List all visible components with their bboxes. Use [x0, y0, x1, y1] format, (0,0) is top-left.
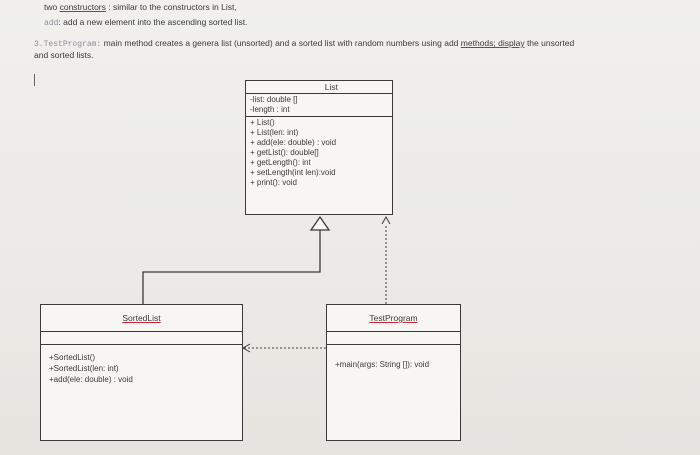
- method-sortedlist: +SortedList(): [49, 353, 96, 362]
- line4: and sorted lists.: [34, 50, 94, 60]
- method-sorted-add: +add(ele: double) : void: [49, 375, 133, 384]
- class-header-sortedlist: SortedList: [41, 305, 242, 332]
- line3-end: the unsorted: [524, 38, 575, 48]
- method-main: +main(args: String []): void: [335, 360, 430, 369]
- dependency-arrowhead-list: [381, 215, 391, 225]
- class-box-list: List -list: double [] -length : int + Li…: [245, 80, 393, 215]
- class-name-sortedlist: SortedList: [122, 313, 161, 323]
- method-add: + add(ele: double) : void: [250, 138, 337, 147]
- class-methods-sortedlist: +SortedList() +SortedList(len: int) +add…: [41, 345, 242, 392]
- class-name-testprogram: TestProgram: [369, 313, 418, 323]
- description-line-2: add: add a new element into the ascendin…: [44, 17, 247, 29]
- field-list: -list: double []: [250, 95, 298, 104]
- line2-label: add: [44, 19, 59, 28]
- description-line-4: and sorted lists.: [34, 50, 94, 61]
- field-length: -length : int: [250, 105, 290, 114]
- method-list-len: + List(len: int): [250, 128, 299, 137]
- line3-num: 3.: [34, 40, 44, 49]
- class-box-testprogram: TestProgram +main(args: String []): void: [326, 304, 461, 441]
- line3-label: TestProgram:: [43, 40, 102, 49]
- class-fields-sortedlist: [41, 332, 242, 345]
- method-print: + print(): void: [250, 178, 297, 187]
- method-setlength: + setLength(int len):void: [250, 168, 336, 177]
- line1-prefix: two: [44, 2, 60, 12]
- inheritance-arrowhead: [309, 215, 331, 231]
- class-header-testprogram: TestProgram: [327, 305, 460, 332]
- method-sortedlist-len: +SortedList(len: int): [49, 364, 119, 373]
- line3-rest: main method creates a genera list (unsor…: [101, 38, 461, 48]
- method-list: + List(): [250, 118, 275, 127]
- class-methods-testprogram: +main(args: String []): void: [327, 345, 460, 384]
- inheritance-line: [142, 230, 321, 304]
- line2-rest: : add a new element into the ascending s…: [58, 17, 248, 27]
- method-getlist: + getList(): double[]: [250, 148, 319, 157]
- method-getlength: + getLength(): int: [250, 158, 311, 167]
- description-line-3: 3.TestProgram: main method creates a gen…: [34, 38, 574, 50]
- dependency-arrowhead-sorted: [241, 343, 251, 353]
- class-fields-list: -list: double [] -length : int: [246, 94, 392, 117]
- class-methods-list: + List() + List(len: int) + add(ele: dou…: [246, 117, 392, 189]
- text-cursor: [34, 74, 35, 86]
- class-fields-testprogram: [327, 332, 460, 345]
- line1-rest: : similar to the constructors in List,: [105, 2, 237, 12]
- class-box-sortedlist: SortedList +SortedList() +SortedList(len…: [40, 304, 243, 441]
- class-name-list: List: [324, 82, 338, 92]
- description-line-1: two constructors : similar to the constr…: [44, 2, 237, 13]
- line1-link: constructors: [59, 2, 106, 12]
- line3-link: methods; display: [460, 38, 525, 48]
- class-header-list: List: [246, 81, 392, 94]
